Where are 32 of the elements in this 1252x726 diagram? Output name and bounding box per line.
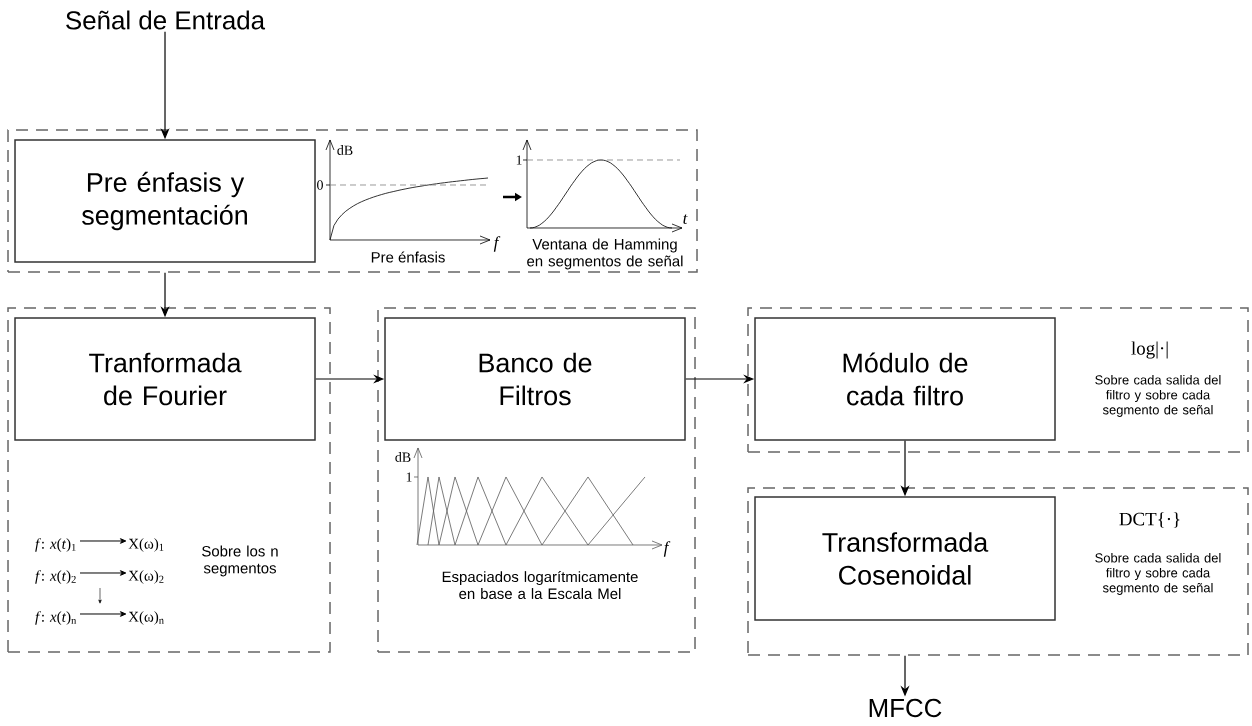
process-box: Pre énfasis y segmentación xyxy=(14,139,316,263)
axis-label: 1 xyxy=(406,472,412,482)
signal-text: MFCC xyxy=(869,698,942,718)
process-box: Tranformada de Fourier xyxy=(14,317,316,441)
chart-caption: Ventana de Hamming en segmentos de señal xyxy=(527,238,683,270)
chart-caption: Pre énfasis xyxy=(371,251,445,263)
dashed-group-box xyxy=(377,307,696,653)
process-box: Transformada Cosenoidal xyxy=(754,496,1056,621)
dashed-group-box xyxy=(7,307,331,653)
axis-label: f xyxy=(493,236,501,252)
dashed-group-box xyxy=(747,307,1249,453)
chart-caption: Espaciados logarítmicamente en base a la Escala Mel xyxy=(442,570,638,600)
formula: X(ω)$_{2}$ xyxy=(128,570,164,584)
formula: f: x(t)$_{1}$ xyxy=(35,538,76,552)
dashed-group-box xyxy=(7,129,698,273)
formula: DCT{·} xyxy=(1119,512,1180,528)
axis-label: t xyxy=(683,214,688,224)
dashed-group-box xyxy=(747,487,1249,656)
formula: f: x(t)$_{n}$ xyxy=(35,611,77,625)
axis-label: dB xyxy=(337,145,353,155)
note-text: Sobre los n segmentos xyxy=(202,545,278,577)
formula: log|·| xyxy=(1131,341,1168,359)
formula: X(ω)$_{n}$ xyxy=(128,611,164,625)
note-text: Sobre cada salida del filtro y sobre cada segmento de señal xyxy=(1095,553,1221,595)
note-text: Sobre cada salida del filtro y sobre cada segmento de señal xyxy=(1095,375,1221,417)
axis-label: f xyxy=(663,541,671,557)
signal-text: Señal de Entrada xyxy=(66,10,266,30)
process-box: Módulo de cada filtro xyxy=(754,317,1056,441)
process-box: Banco de Filtros xyxy=(384,317,686,441)
formula: X(ω)$_{1}$ xyxy=(128,538,164,552)
formula: f: x(t)$_{2}$ xyxy=(35,570,76,584)
axis-label: 1 xyxy=(516,155,522,165)
